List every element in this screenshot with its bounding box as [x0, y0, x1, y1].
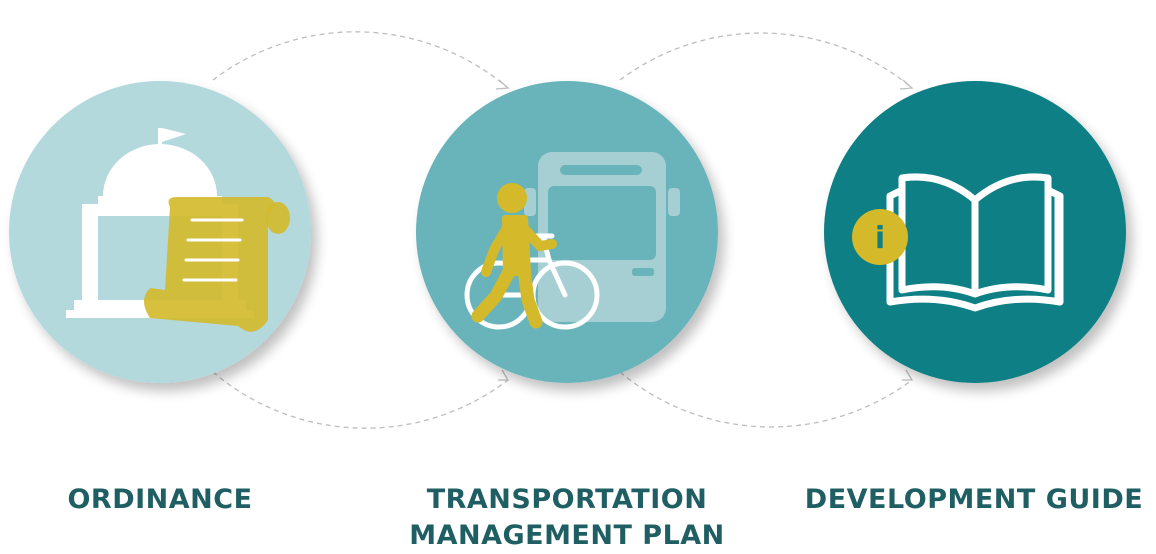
connector-bottom-1: [212, 371, 509, 429]
label-transportation-line-1: TRANSPORTATION: [426, 484, 708, 515]
arrowhead-bottom-2: [902, 369, 914, 381]
label-ordinance: ORDINANCE: [0, 482, 340, 518]
connector-top-1: [212, 31, 509, 89]
arrowhead-top-1: [495, 79, 510, 90]
label-development-guide: DEVELOPMENT GUIDE: [794, 482, 1154, 518]
label-development-guide-line-1: DEVELOPMENT GUIDE: [804, 484, 1144, 515]
open-book-info-icon: i: [852, 173, 1064, 312]
label-transportation-line-2: MANAGEMENT PLAN: [409, 520, 725, 551]
connector-arrowheads: [495, 79, 914, 381]
arrowhead-bottom-1: [498, 369, 510, 381]
arrowhead-top-2: [899, 79, 914, 90]
step-development-guide: i: [824, 81, 1126, 383]
connector-top-2: [619, 32, 913, 89]
connector-arcs: [212, 31, 913, 429]
connector-bottom-2: [619, 371, 913, 428]
info-badge-letter: i: [875, 221, 885, 256]
bus-pedestrian-bike-icon: [464, 152, 680, 330]
label-ordinance-line-1: ORDINANCE: [67, 484, 253, 515]
label-transportation-management-plan: TRANSPORTATION MANAGEMENT PLAN: [387, 482, 747, 554]
step-ordinance: [9, 81, 311, 383]
capitol-scroll-icon: [66, 128, 290, 332]
step-transportation: [416, 81, 718, 383]
info-badge-circle: [852, 209, 908, 265]
